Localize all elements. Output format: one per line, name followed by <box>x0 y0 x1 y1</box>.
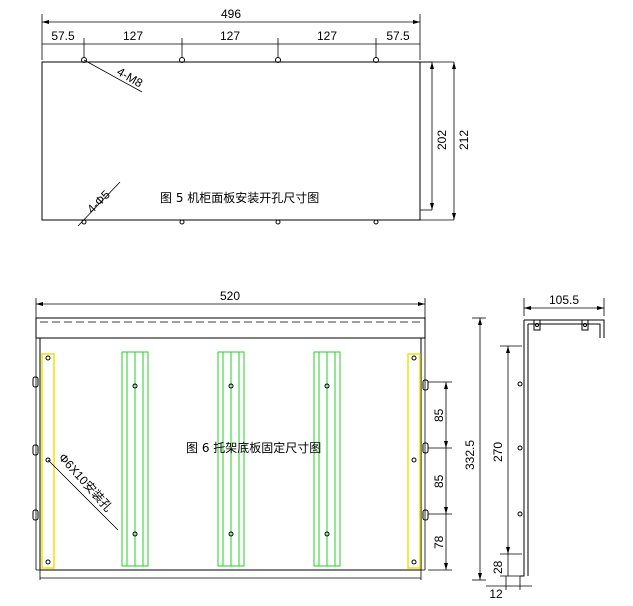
fig5-panel-outline <box>41 61 421 221</box>
fig6-side-hole <box>32 509 39 521</box>
fig6-side-hole <box>422 442 429 454</box>
fig6-bracket-drawing: 520 <box>32 289 486 581</box>
fig5-top-hole <box>179 57 185 63</box>
fig5-dim-seg5: 57.5 <box>386 29 410 43</box>
fig5-top-hole <box>275 57 281 63</box>
fig5-callout-thread-holes: 4-M8 <box>115 64 146 90</box>
fig5-callout-round-holes: 4-Ф5 <box>84 187 113 216</box>
fig5-dim-seg3: 127 <box>220 29 240 43</box>
fig6-rail-1 <box>121 351 149 567</box>
fig5-dim-outer-height: 212 <box>457 130 471 150</box>
fig5-dim-seg1: 57.5 <box>51 29 75 43</box>
fig5-caption: 图 5 机柜面板安装开孔尺寸图 <box>160 190 319 205</box>
fig6-side-hole <box>32 376 39 388</box>
fig5-panel-drawing: 496 57.5 127 127 127 57.5 4-M8 4-Ф5 <box>41 7 471 227</box>
fig6-dim-hole-spacing-2: 85 <box>432 474 446 488</box>
fig5-top-hole <box>373 57 379 63</box>
fig6-left-slot-strip <box>41 353 55 569</box>
side-dim-height: 270 <box>491 442 505 462</box>
fig5-dim-seg2: 127 <box>123 29 143 43</box>
fig6-side-hole <box>32 444 39 456</box>
fig6-side-hole <box>422 509 429 521</box>
side-profile <box>517 319 605 577</box>
fig5-dim-inner-height: 202 <box>435 130 449 150</box>
fig6-dim-overall-width: 520 <box>220 289 240 303</box>
fig6-dim-total-height: 332.5 <box>463 440 477 470</box>
fig6-rail-3 <box>313 351 341 567</box>
fig5-dim-overall-width: 496 <box>221 7 241 21</box>
side-dim-base-offset: 28 <box>491 560 505 574</box>
fig6-right-slot-strip <box>407 353 421 569</box>
fig6-top-rail <box>35 317 426 339</box>
fig6-callout-slot-holes: Ф6X10安装孔 <box>56 450 116 514</box>
fig6-side-hole <box>422 379 429 391</box>
fig5-dim-seg4: 127 <box>317 29 337 43</box>
fig5-bottom-hole <box>179 219 185 225</box>
side-dim-depth: 105.5 <box>549 293 579 307</box>
fig5-top-hole <box>81 57 87 63</box>
fig6-dim-bottom-offset: 78 <box>432 535 446 549</box>
fig5-bottom-hole <box>81 219 87 225</box>
fig5-bottom-hole <box>373 219 379 225</box>
fig5-bottom-hole <box>275 219 281 225</box>
fig6-caption: 图 6 托架底板固定尺寸图 <box>186 440 321 455</box>
side-view-drawing: 105.5 270 28 12 <box>486 293 605 601</box>
fig6-rail-2 <box>217 351 245 567</box>
fig6-dim-hole-spacing-1: 85 <box>432 408 446 422</box>
side-dim-flange: 12 <box>489 587 503 601</box>
